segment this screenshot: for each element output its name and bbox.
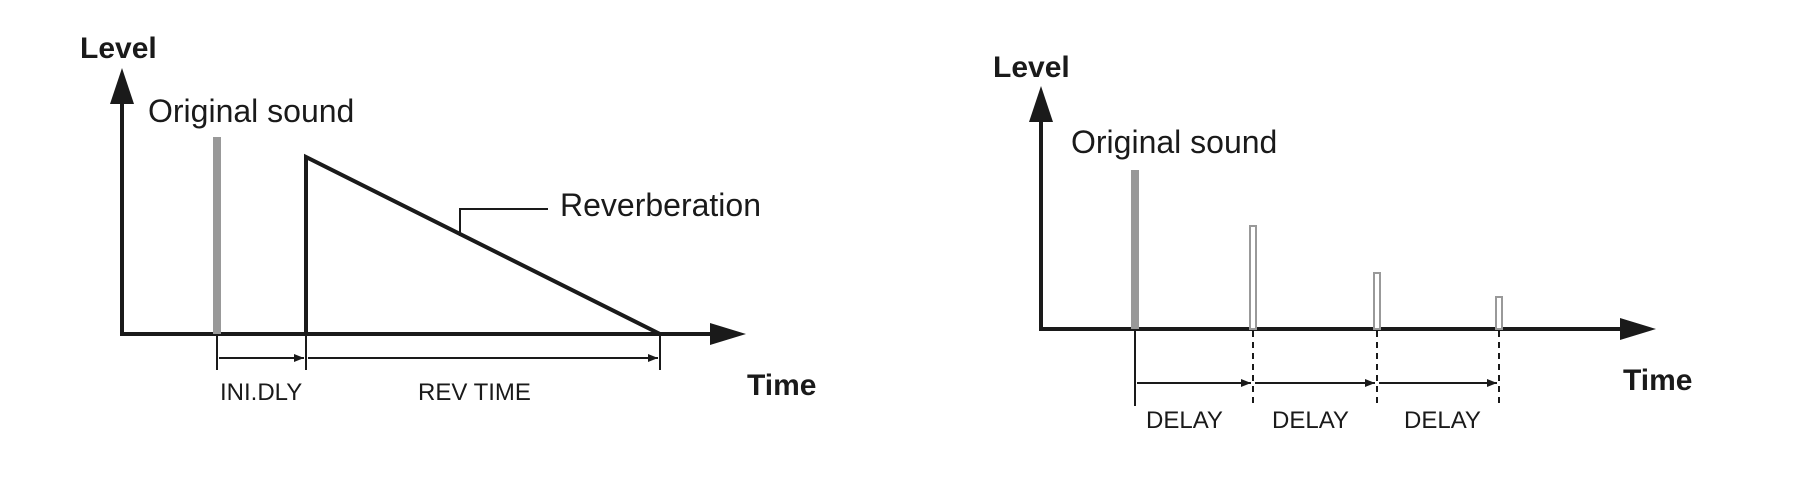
reverb-x-axis-label: Time — [747, 369, 816, 402]
reverb-original-sound-label: Original sound — [148, 93, 354, 129]
echo-bar-2 — [1373, 272, 1381, 330]
reverberation-leader-line — [459, 208, 548, 236]
delay-y-axis-label: Level — [993, 51, 1070, 84]
reverb-y-axis-label: Level — [80, 32, 157, 65]
echo-bar-3 — [1495, 296, 1503, 330]
delay-label-2: DELAY — [1272, 407, 1349, 434]
reverberation-envelope — [304, 153, 661, 336]
delay-label-1: DELAY — [1146, 407, 1223, 434]
reverb-y-axis — [110, 68, 134, 334]
delay-diagram: Level Time Original sound DELAY DELAY DE… — [993, 51, 1692, 434]
reverberation-label: Reverberation — [560, 187, 761, 223]
delay-original-sound-label: Original sound — [1071, 124, 1277, 160]
init-delay-label: INI.DLY — [220, 379, 302, 406]
rev-time-label: REV TIME — [418, 379, 531, 406]
delay-label-3: DELAY — [1404, 407, 1481, 434]
echo-bar-1 — [1249, 225, 1257, 330]
reverb-diagram: Level Time Original sound Reverberation … — [80, 32, 816, 406]
reverb-original-sound-bar — [213, 137, 221, 334]
delay-y-axis — [1029, 86, 1053, 329]
delay-original-sound-bar — [1131, 170, 1139, 329]
delay-x-axis-label: Time — [1623, 364, 1692, 397]
